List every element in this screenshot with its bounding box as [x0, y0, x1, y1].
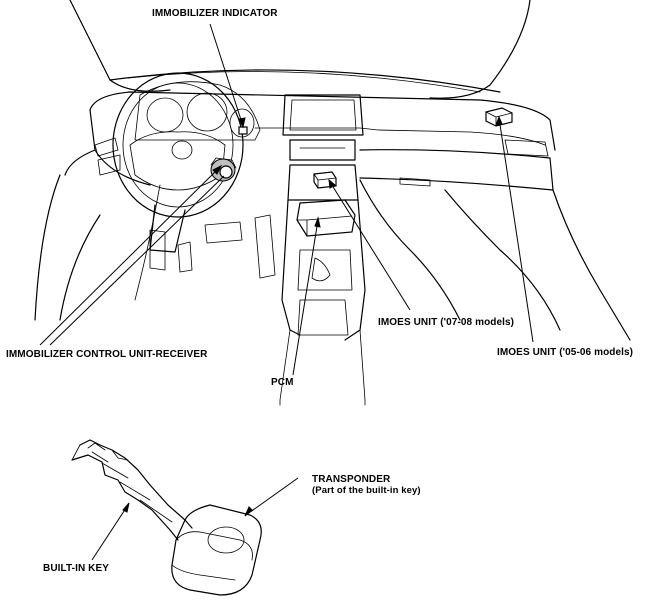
label-imoes-unit-05-06: IMOES UNIT ('05-06 models) — [497, 347, 634, 358]
label-transponder-note: (Part of the built-in key) — [312, 485, 421, 496]
label-transponder-title: TRANSPONDER — [312, 474, 391, 485]
label-transponder: TRANSPONDER (Part of the built-in key) — [312, 474, 421, 496]
pcm-module — [296, 199, 356, 237]
center-stack — [279, 94, 366, 406]
ignition-switch-receiver — [210, 157, 237, 182]
leader-lines — [39, 23, 534, 376]
built-in-key-illustration — [71, 439, 299, 596]
label-immobilizer-indicator: IMMOBILIZER INDICATOR — [152, 8, 278, 19]
label-immobilizer-control-unit-receiver: IMMOBILIZER CONTROL UNIT-RECEIVER — [6, 349, 208, 360]
steering-wheel — [112, 72, 276, 279]
dashboard-body — [34, 91, 631, 341]
windshield-frame — [69, 0, 531, 99]
label-imoes-unit-07-08: IMOES UNIT ('07-08 models) — [378, 317, 515, 328]
label-built-in-key: BUILT-IN KEY — [43, 563, 110, 574]
label-pcm: PCM — [271, 377, 294, 388]
